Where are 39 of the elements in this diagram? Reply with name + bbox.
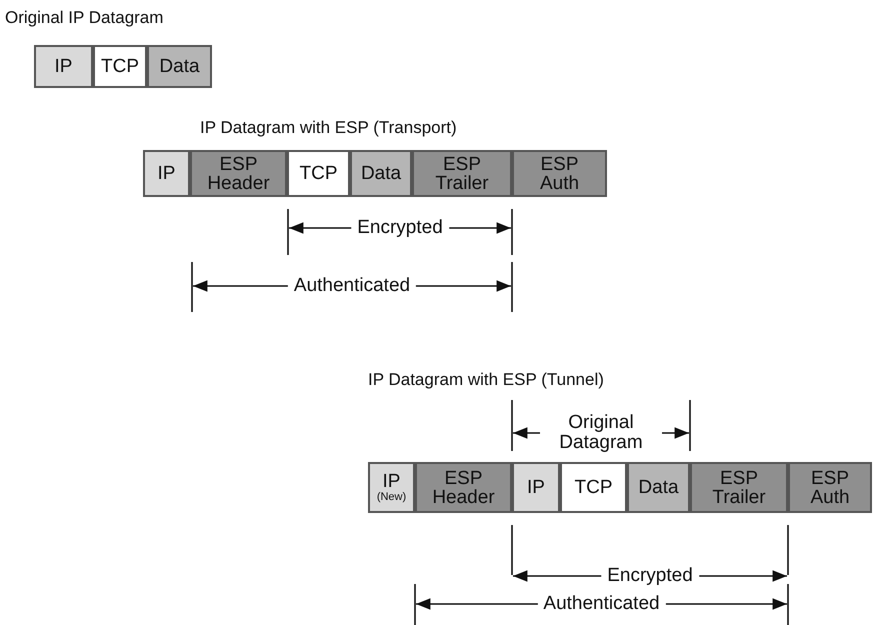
- packet-field: [627, 462, 690, 513]
- field-text: ESP Header: [206, 154, 271, 192]
- packet-field: [512, 150, 607, 197]
- field-text: ESP Auth: [538, 154, 580, 192]
- field-text: ESP Auth: [809, 468, 851, 506]
- diagram-heading: Original IP Datagram: [5, 8, 164, 28]
- packet-field: [512, 462, 560, 513]
- packet-field: [34, 45, 93, 88]
- packet-field: [412, 150, 512, 197]
- diagram-heading: IP Datagram with ESP (Tunnel): [368, 370, 604, 390]
- field-text: IP: [382, 472, 400, 490]
- field-text: IP: [527, 478, 545, 497]
- packet-field: [287, 150, 350, 197]
- field-text: TCP: [574, 478, 612, 497]
- field-text: (New): [376, 490, 406, 504]
- packet-field: [93, 45, 147, 88]
- field-text: IP: [54, 57, 72, 76]
- packet-field: [690, 462, 788, 513]
- packet-field: [147, 45, 212, 88]
- dimension-label: Encrypted: [351, 218, 449, 238]
- field-text: Data: [360, 164, 402, 183]
- field-text: ESP Trailer: [434, 154, 490, 192]
- packet-field: [368, 462, 415, 513]
- packet-field: [788, 462, 872, 513]
- field-text: TCP: [101, 57, 139, 76]
- packet-field: [415, 462, 512, 513]
- packet-field: [350, 150, 412, 197]
- field-text: IP: [158, 164, 176, 183]
- dimension-label: Original Datagram: [540, 413, 662, 453]
- field-text: Data: [638, 478, 679, 497]
- diagram-heading: IP Datagram with ESP (Transport): [200, 118, 457, 138]
- packet-field: [190, 150, 287, 197]
- field-text: TCP: [300, 164, 338, 183]
- packet-field: [560, 462, 627, 513]
- field-text: ESP Header: [431, 468, 496, 506]
- dimension-label: Encrypted: [601, 566, 699, 586]
- field-text: ESP Trailer: [711, 468, 767, 506]
- field-text: Data: [159, 57, 200, 76]
- packet-field: [143, 150, 190, 197]
